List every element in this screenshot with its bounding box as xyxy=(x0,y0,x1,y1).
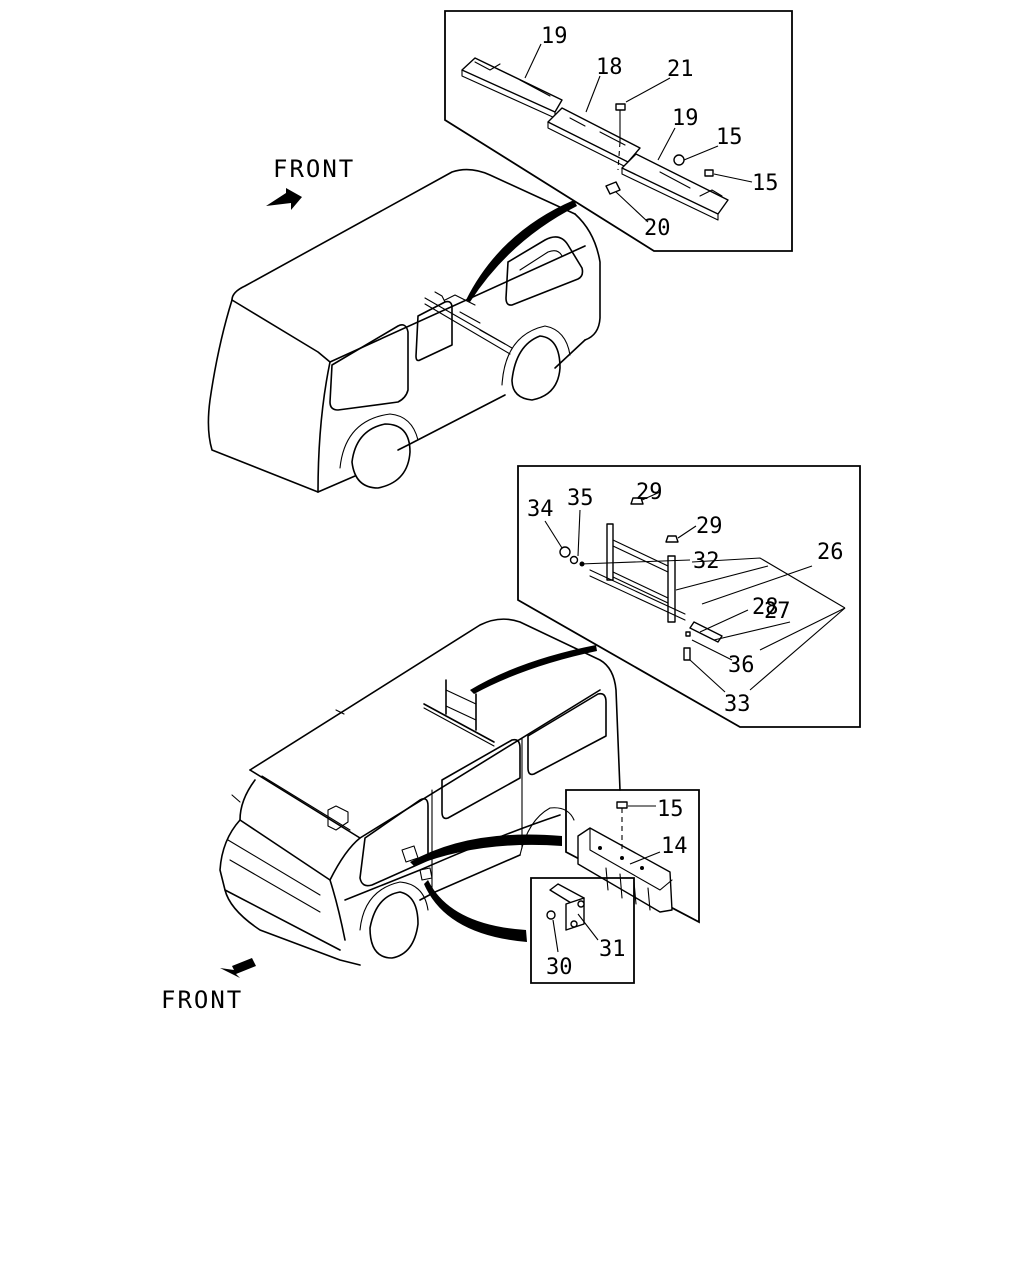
callout-30: 30 xyxy=(546,955,573,980)
arrow-down-left-icon xyxy=(220,958,256,978)
callout-34: 34 xyxy=(527,497,554,522)
callout-29-lower: 29 xyxy=(696,514,723,539)
callout-26: 26 xyxy=(817,540,844,565)
callout-15-lower: 15 xyxy=(752,171,779,196)
front-indicator-top: FRONT xyxy=(266,155,355,210)
callout-33: 33 xyxy=(724,692,751,717)
inset-frame-3 xyxy=(565,789,700,924)
callout-18: 18 xyxy=(596,55,623,80)
callout-35: 35 xyxy=(567,486,594,511)
front-label-top: FRONT xyxy=(273,155,355,183)
inset-floor-rails xyxy=(444,10,793,252)
callout-19-left: 19 xyxy=(541,24,568,49)
inset-side-bracket xyxy=(565,789,700,924)
inset-frame-1 xyxy=(444,10,793,252)
arrow-right-icon xyxy=(266,188,302,210)
inset-small-bracket xyxy=(530,877,635,984)
van-top-illustration xyxy=(207,168,601,493)
callout-21: 21 xyxy=(667,57,694,82)
inset-frame-4 xyxy=(530,877,635,984)
front-indicator-bottom: FRONT xyxy=(161,958,256,1014)
inset-roof-frame xyxy=(517,465,861,728)
callout-28: 28 xyxy=(752,595,779,620)
callout-29-upper: 29 xyxy=(636,480,663,505)
callout-20: 20 xyxy=(644,216,671,241)
callout-27: 27 xyxy=(764,599,791,624)
callout-31: 31 xyxy=(599,937,626,962)
callout-32: 32 xyxy=(693,549,720,574)
callout-15-upper: 15 xyxy=(716,125,743,150)
callout-19-right: 19 xyxy=(672,106,699,131)
inset-frame-2 xyxy=(517,465,861,728)
callout-14: 14 xyxy=(661,834,688,859)
callout-15-bracket: 15 xyxy=(657,797,684,822)
van-bottom-illustration xyxy=(219,618,621,966)
callout-36: 36 xyxy=(728,653,755,678)
front-label-bottom: FRONT xyxy=(161,986,243,1014)
